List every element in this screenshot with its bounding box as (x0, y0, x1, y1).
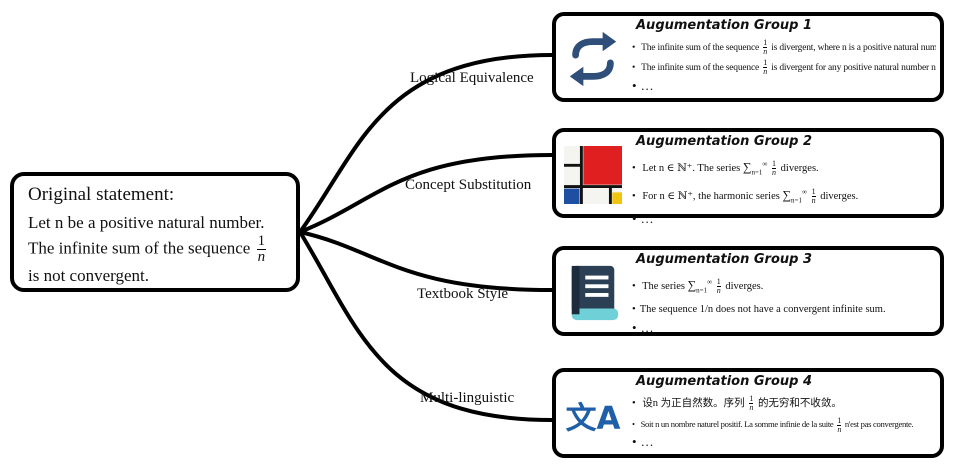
group-1-item-2: The infinite sum of the sequence 1n is d… (632, 58, 936, 78)
branch-curve-4 (298, 230, 554, 422)
group-1-title: Augumentation Group 1 (636, 18, 813, 33)
group-1-item-2-text-after: is divergent for any positive natural nu… (771, 63, 936, 73)
group-4-item-1: 设n 为正自然数。序列 1n 的无穷和不收敛。 (632, 394, 936, 414)
group-2-item-2-text-after: diverges. (820, 191, 859, 203)
fraction-denominator: n (811, 196, 816, 206)
group-3-title: Augumentation Group 3 (636, 252, 813, 267)
summation-upper-bound: ∞ (707, 278, 713, 286)
group-1-item-1-text-after: is divergent, where n is a positive natu… (771, 43, 936, 53)
branch-label-textbook-style: Textbook Style (417, 286, 509, 302)
original-line-3: is not convergent. (28, 266, 150, 285)
group-4-item-2-text-after: n'est pas convergente. (844, 419, 914, 429)
group-2-item-2-text-before: For n ∈ ℕ⁺, the harmonic series (642, 191, 780, 203)
translate-icon-glyph: 文A (566, 401, 621, 437)
summation-lower-bound: n=1 (696, 286, 708, 295)
group-4-item-1-text-before: 设n 为正自然数。序列 (642, 398, 745, 409)
branch-label-logical-equivalence: Logical Equivalence (410, 70, 534, 86)
group-2-item-1: Let n ∈ ℕ⁺. The series ∑n=1∞ 1n diverges… (632, 154, 936, 182)
group-4-title: Augumentation Group 4 (636, 374, 813, 389)
original-line-2-text: The infinite sum of the sequence (28, 238, 251, 258)
original-line-2: The infinite sum of the sequence 1 n (28, 234, 282, 265)
fraction-denominator: n (763, 47, 768, 57)
fraction-numerator: 1 (772, 159, 777, 170)
branch-label-concept-substitution: Concept Substitution (405, 177, 532, 193)
group-2-item-1-text-before: Let n ∈ ℕ⁺. The series (642, 163, 741, 174)
augmentation-group-4: 文A Augumentation Group 4 设n 为正自然数。序列 1n … (552, 368, 944, 458)
summation: ∑n=1∞ (687, 278, 713, 295)
summation: ∑n=1∞ (742, 160, 768, 177)
fraction-denominator: n (837, 424, 842, 434)
mondrian-painting-icon (564, 146, 622, 204)
group-1-item-2-text-before: The infinite sum of the sequence (641, 63, 760, 73)
fraction-denominator: n (763, 67, 768, 77)
group-1-item-1-text-before: The infinite sum of the sequence (641, 43, 760, 53)
branch-label-multi-linguistic: Multi-linguistic (420, 390, 515, 406)
group-4-item-1-text-after: 的无穷和不收敛。 (757, 398, 842, 409)
original-fraction-numerator: 1 (256, 233, 267, 250)
branch-curve-1 (298, 53, 554, 234)
group-4-item-2: Soit n un nombre naturel positif. La som… (632, 414, 936, 434)
group-2-item-2: For n ∈ ℕ⁺, the harmonic series ∑n=1∞ 1n… (632, 182, 936, 210)
summation-lower-bound: n=1 (791, 196, 802, 205)
group-2-ellipsis: … (632, 211, 936, 227)
fraction-numerator: 1 (837, 415, 842, 426)
group-2-item-1-text-after: diverges. (780, 163, 819, 174)
original-statement-title: Original statement: (28, 184, 175, 205)
summation-upper-bound: ∞ (762, 160, 768, 168)
fraction-denominator: n (716, 286, 721, 296)
group-3-item-1-text-after: diverges. (725, 281, 764, 292)
branch-curve-3 (298, 230, 554, 292)
book-icon (571, 265, 619, 321)
original-fraction: 1 n (256, 233, 267, 265)
group-3-item-1: The series ∑n=1∞ 1n diverges. (632, 272, 936, 300)
group-1-item-1: The infinite sum of the sequence 1n is d… (632, 38, 936, 58)
augmentation-group-1: Augumentation Group 1 The infinite sum o… (552, 12, 944, 102)
summation-lower-bound: n=1 (751, 168, 763, 177)
original-line-1: Let n be a positive natural number. (28, 213, 265, 232)
fraction-numerator: 1 (749, 394, 754, 405)
fraction-numerator: 1 (763, 38, 768, 49)
fraction-denominator: n (772, 168, 777, 178)
fraction-numerator: 1 (716, 277, 721, 288)
augmentation-group-3: Augumentation Group 3 The series ∑n=1∞ 1… (552, 246, 944, 336)
group-3-ellipsis: … (632, 320, 936, 336)
group-3-item-2: The sequence 1/n does not have a converg… (632, 300, 936, 320)
fraction-numerator: 1 (763, 58, 768, 69)
original-statement-box: Original statement: Let n be a positive … (10, 172, 300, 292)
fraction-denominator: n (749, 403, 754, 413)
group-2-title: Augumentation Group 2 (636, 134, 813, 149)
summation: ∑n=1∞ (782, 188, 807, 205)
translate-icon: 文A (566, 401, 621, 437)
group-1-ellipsis: … (632, 78, 936, 94)
original-fraction-denominator: n (257, 249, 266, 265)
fraction-numerator: 1 (811, 187, 816, 198)
group-3-item-1-text-before: The series (642, 281, 685, 292)
branch-curve-2 (298, 153, 554, 234)
augmentation-group-2: Augumentation Group 2 Let n ∈ ℕ⁺. The se… (552, 128, 944, 226)
group-4-item-2-text-before: Soit n un nombre naturel positif. La som… (640, 419, 834, 429)
group-4-ellipsis: … (632, 434, 936, 450)
summation-upper-bound: ∞ (801, 188, 807, 197)
refresh-arrows-icon (569, 31, 617, 87)
